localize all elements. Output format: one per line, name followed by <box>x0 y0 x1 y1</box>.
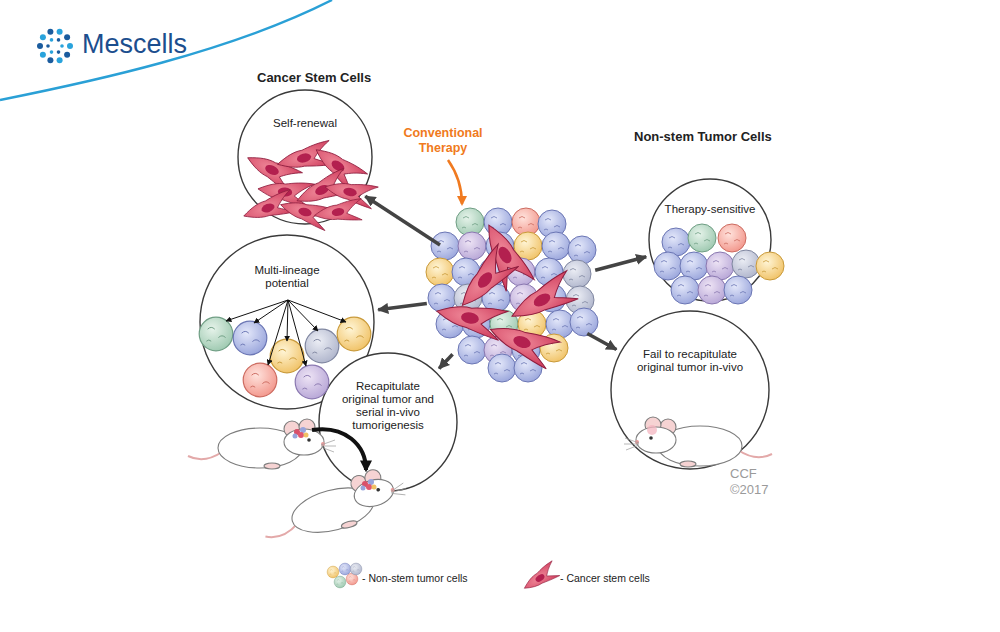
recapitulation-mice <box>188 419 412 549</box>
circle-outline <box>237 89 373 225</box>
circle-outline <box>648 178 772 302</box>
arrow-connector <box>595 257 646 270</box>
therapy-sensitive-cells <box>654 224 784 304</box>
arrow-connector <box>365 196 440 245</box>
group-heading: Non-stem Tumor Cells <box>634 129 824 145</box>
brand-logo-text: Mescells <box>82 28 252 60</box>
group-heading: Cancer Stem Cells <box>257 70 427 86</box>
circle-outline <box>610 310 770 470</box>
node-text-group: Multi-lineage potential <box>242 264 332 290</box>
node-text-group: Fail to recapitulate original tumor in-v… <box>625 348 755 374</box>
copyright-watermark: CCF ©2017 <box>730 466 780 498</box>
arrow-connector <box>378 303 427 309</box>
therapy-arrow <box>448 160 462 204</box>
node-text-group: Recapitulate original tumor and serial i… <box>339 380 437 432</box>
circle-node: Fail to recapitulate original tumor in-v… <box>610 310 770 470</box>
tumor-cluster-cells <box>426 208 598 382</box>
legend-text: - Cancer stem cells <box>560 571 650 585</box>
circle-node: Self-renewal <box>237 89 373 225</box>
node-text: Multi-lineage potential <box>242 264 332 290</box>
brand-icon <box>37 29 73 64</box>
node-text-group: Self-renewal <box>255 117 355 130</box>
node-text: Therapy-sensitive <box>655 203 765 216</box>
node-text: Recapitulate original tumor and serial i… <box>339 380 437 432</box>
legend-icons <box>327 561 561 597</box>
therapy-label: Conventional Therapy <box>393 126 493 156</box>
arrow-connector <box>587 334 616 350</box>
self-renewal-cells <box>241 140 379 231</box>
tumor-cluster-node <box>430 210 594 374</box>
node-text-group: Therapy-sensitive <box>655 203 765 216</box>
multi-lineage-cells <box>199 300 371 399</box>
legend-text: - Non-stem tumor cells <box>362 571 468 585</box>
node-text: Fail to recapitulate original tumor in-v… <box>625 348 755 374</box>
arrow-connector <box>439 354 453 368</box>
circle-node: Therapy-sensitive <box>648 178 772 302</box>
node-text: Self-renewal <box>255 117 355 130</box>
circle-node: Recapitulate original tumor and serial i… <box>318 352 458 492</box>
failed-mouse <box>624 417 772 467</box>
